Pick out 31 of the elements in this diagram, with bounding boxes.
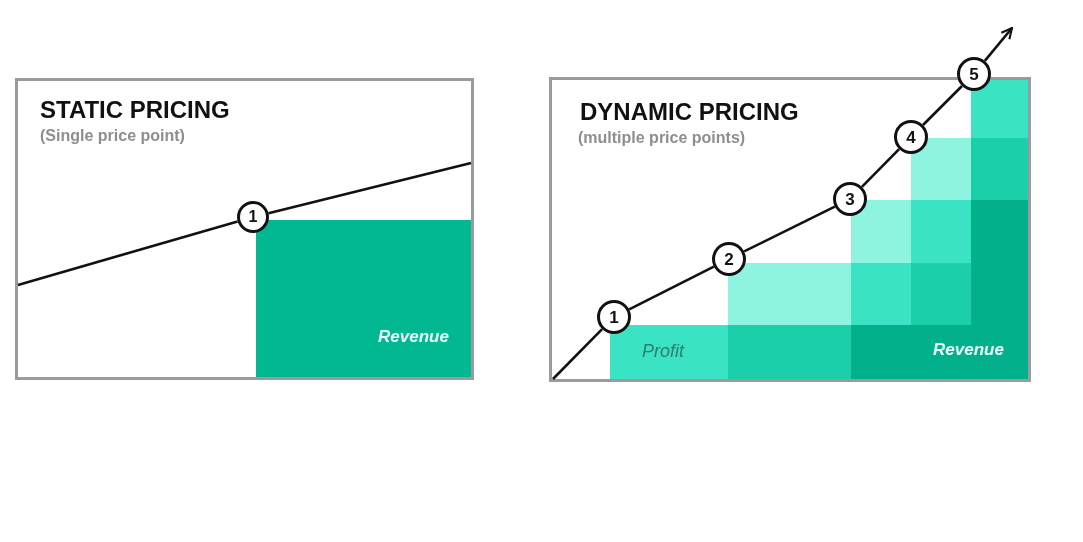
stair-block — [971, 138, 1028, 200]
revenue-area — [256, 220, 471, 377]
line-segment — [17, 220, 238, 287]
numbered-circle: 1 — [237, 201, 269, 233]
arrow — [983, 26, 1014, 62]
stair-block — [971, 80, 1028, 138]
line-segment — [922, 85, 963, 126]
stair-block — [728, 325, 851, 379]
line-segment — [268, 161, 472, 215]
profit-area — [610, 325, 728, 379]
area-label: Profit — [642, 341, 684, 362]
stair-block — [911, 263, 971, 325]
stair-block — [911, 200, 971, 263]
numbered-circle: 5 — [957, 57, 991, 91]
numbered-circle: 1 — [597, 300, 631, 334]
line-segment — [552, 328, 604, 380]
line-segment — [860, 148, 901, 188]
line-segment — [628, 265, 715, 311]
pricing-panel — [15, 78, 474, 380]
numbered-circle: 2 — [712, 242, 746, 276]
stair-block — [851, 263, 911, 325]
area-label: Revenue — [933, 340, 1004, 360]
panel-subtitle: (multiple price points) — [578, 129, 746, 148]
line-segment — [743, 205, 836, 253]
panel-title: STATIC PRICING — [40, 96, 230, 124]
numbered-circle: 3 — [833, 182, 867, 216]
panel-subtitle: (Single price point) — [40, 127, 185, 146]
panel-title: DYNAMIC PRICING — [580, 98, 799, 126]
numbered-circle: 4 — [894, 120, 928, 154]
stair-block — [728, 263, 851, 325]
area-label: Revenue — [378, 327, 449, 347]
